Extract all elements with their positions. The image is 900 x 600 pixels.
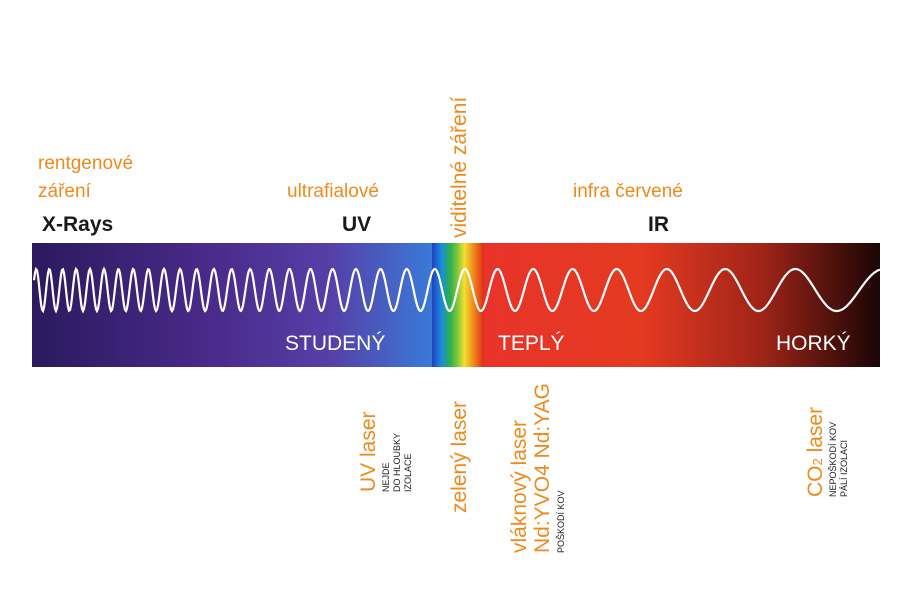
co2-laser-name-tail: laser (804, 406, 827, 459)
xrays-czech-label: rentgenové záření (38, 150, 133, 206)
wave-line (32, 266, 881, 314)
uv-czech-label: ultrafialové (287, 181, 379, 202)
warm-label: TEPLÝ (498, 332, 565, 355)
fiber-laser-name: vláknový laser (508, 419, 531, 553)
co2-laser-note-2: PÁLÍ IZOLACI (839, 439, 849, 497)
fiber-laser-note-1: POŠKODÍ KOV (556, 490, 566, 553)
uv-laser-note-2: DO HLOUBKY (392, 432, 402, 492)
uv-laser-note-3: IZOLACE (403, 453, 413, 492)
xrays-czech-line1: rentgenové (38, 153, 134, 174)
co2-laser-name-main: CO (804, 465, 827, 498)
hot-label: HORKÝ (776, 332, 851, 355)
xrays-english-label: X-Rays (42, 213, 114, 236)
green-laser-block: zelený laser (448, 401, 472, 513)
co2-laser-name: CO2 laser (804, 407, 828, 497)
uv-laser-name: UV laser (357, 411, 380, 492)
co2-laser-block: CO2 laser NEPOŠKODÍ KOV PÁLÍ IZOLACI (804, 407, 850, 497)
xrays-czech-line2: záření (38, 181, 91, 202)
green-laser-name: zelený laser (448, 400, 471, 513)
ir-czech-label: infra červené (573, 181, 683, 202)
infrared-band (484, 243, 880, 367)
co2-laser-note-1: NEPOŠKODÍ KOV (828, 421, 838, 497)
fiber-laser-types: Nd:YVO4 Nd:YAG (531, 382, 554, 553)
co2-laser-name-subscript: 2 (810, 458, 825, 466)
uv-laser-note-1: NEJDE (381, 462, 391, 492)
uv-laser-block: UV laser NEJDE DO HLOUBKY IZOLACE (357, 411, 414, 492)
uv-english-label: UV (342, 213, 372, 236)
ir-english-label: IR (648, 213, 669, 236)
cold-label: STUDENÝ (285, 332, 386, 355)
visible-czech-label: viditelné záření (448, 96, 471, 238)
visible-band (432, 243, 484, 367)
fiber-laser-block: vláknový laser Nd:YVO4 Nd:YAG POŠKODÍ KO… (508, 383, 567, 553)
